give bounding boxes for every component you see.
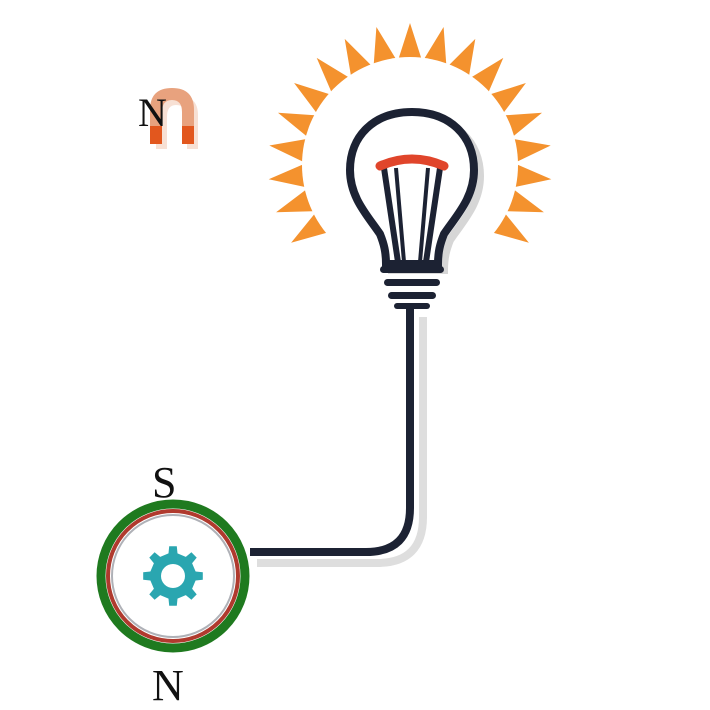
horseshoe-magnet-icon (150, 88, 198, 149)
generator-inner-ring (106, 509, 240, 643)
filament-cap (375, 154, 449, 171)
generator-bottom-pole-label: N (152, 661, 184, 710)
generator: S N (96, 458, 250, 710)
sun-rays-icon (268, 23, 552, 243)
light-bulb (268, 23, 552, 309)
bulb-icon (345, 107, 485, 309)
horseshoe-magnet-label: N (138, 90, 167, 135)
horseshoe-magnet: N (138, 88, 198, 149)
connecting-wire (250, 306, 427, 567)
generator-top-pole-label: S (152, 458, 176, 507)
gear-icon (143, 546, 203, 606)
